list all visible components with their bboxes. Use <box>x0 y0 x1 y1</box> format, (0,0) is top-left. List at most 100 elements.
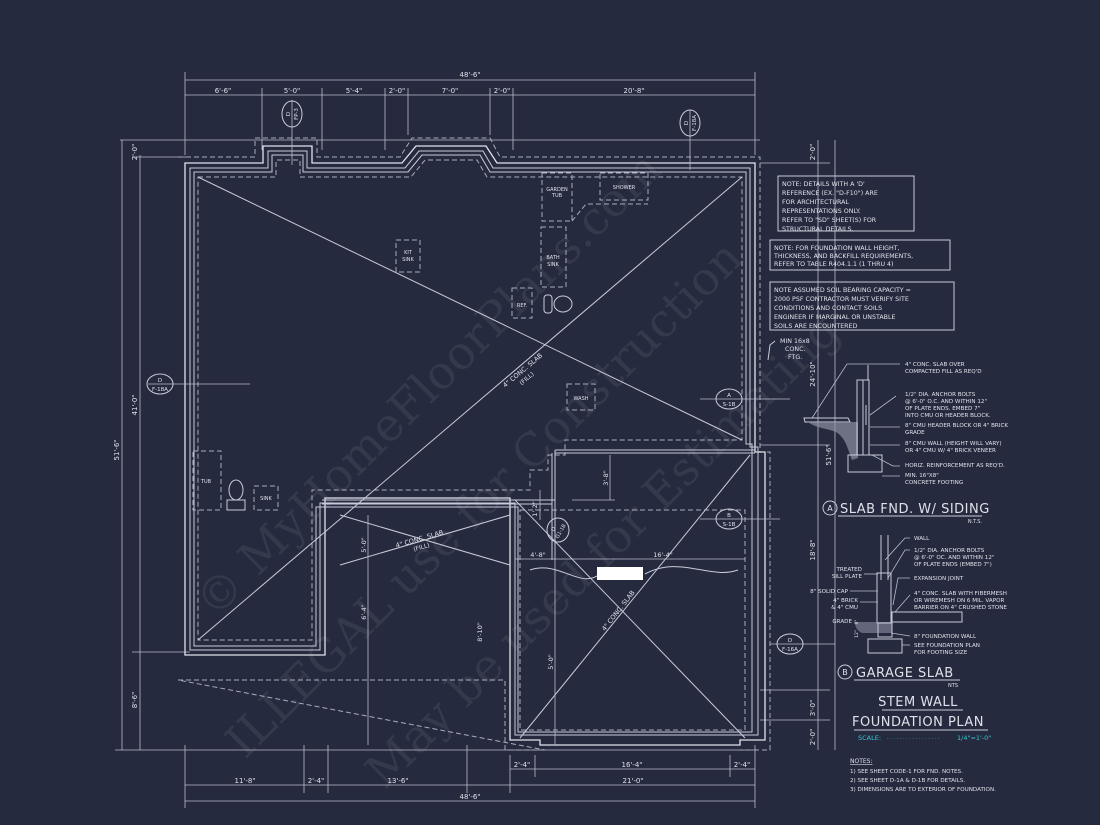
detail-a-title: SLAB FND. W/ SIDING <box>840 502 990 517</box>
svg-text:D: D <box>684 121 690 125</box>
svg-text:F-18A: F-18A <box>692 115 698 131</box>
label-shower: SHOWER <box>613 185 636 191</box>
svg-text:HORIZ. REINFORCEMENT AS REQ'D.: HORIZ. REINFORCEMENT AS REQ'D. <box>905 463 1005 469</box>
label-ref: REF. <box>517 303 528 309</box>
slab-label-porch-fill: (FILL) <box>413 542 431 553</box>
svg-text:CONDITIONS AND CONTACT SOILS: CONDITIONS AND CONTACT SOILS <box>774 305 882 312</box>
dim-bottom-overall: 48'-6" <box>459 793 480 801</box>
svg-text:8" FOUNDATION WALL: 8" FOUNDATION WALL <box>914 634 977 640</box>
svg-text:MIN 16x8: MIN 16x8 <box>780 338 810 345</box>
dim-top-1: 6'-6" <box>215 87 232 95</box>
dim-top-4: 2'-0" <box>389 87 406 95</box>
svg-text:8" CMU HEADER BLOCK OR 4" BRIC: 8" CMU HEADER BLOCK OR 4" BRICK <box>905 423 1008 429</box>
svg-text:FP-3: FP-3 <box>294 108 300 120</box>
footing-note: MIN 16x8 CONC. FTG. <box>767 338 810 361</box>
svg-text:2000 PSF CONTRACTOR MUST VERIF: 2000 PSF CONTRACTOR MUST VERIFY SITE <box>774 296 909 303</box>
svg-text:NOTE: DETAILS WITH A 'D': NOTE: DETAILS WITH A 'D' <box>782 181 865 188</box>
svg-text:G1-1B: G1-1B <box>555 523 568 540</box>
callout-s1b-a[interactable] <box>715 388 743 410</box>
svg-text:STRUCTURAL DETAILS.: STRUCTURAL DETAILS. <box>782 226 853 233</box>
svg-text:F-18A: F-18A <box>152 387 168 393</box>
svg-text:& 4" CMU: & 4" CMU <box>831 605 858 611</box>
dim-bottom-4: 21'-0" <box>622 777 643 785</box>
slab-label-garage: 4" CONC. SLAB <box>600 589 637 633</box>
dim-top-3: 5'-4" <box>346 87 363 95</box>
dim-top-7: 20'-8" <box>623 87 644 95</box>
bottom-dimensions: 2'-4" 16'-4" 2'-4" 11'-8" 2'-4" 13'-6" 2… <box>184 745 756 808</box>
callout-f18a-top[interactable] <box>679 109 701 137</box>
svg-text:8" CMU WALL (HEIGHT WILL VARY): 8" CMU WALL (HEIGHT WILL VARY) <box>905 441 1002 447</box>
notes-heading: NOTES: <box>850 758 873 765</box>
callout-f18a-left[interactable] <box>146 373 174 395</box>
dim-left-2: 41'-0" <box>131 394 139 415</box>
dim-garage-right: 2'-4" <box>734 761 751 769</box>
svg-text:8" SOLID CAP: 8" SOLID CAP <box>810 589 848 595</box>
svg-text:4" CONC. SLAB WITH FIBERMESH: 4" CONC. SLAB WITH FIBERMESH <box>914 591 1007 597</box>
note-boxes: NOTE: DETAILS WITH A 'D' REFERENCE (EX. … <box>769 175 955 331</box>
note-box-details <box>777 175 915 232</box>
scale-value: 1/4"=1'-0" <box>957 734 991 742</box>
note-box-soil <box>769 281 955 331</box>
title-block: STEM WALL FOUNDATION PLAN SCALE: · · · ·… <box>850 695 996 793</box>
svg-text:NOTE ASSUMED SOIL BEARING CAPA: NOTE ASSUMED SOIL BEARING CAPACITY = <box>774 287 911 294</box>
scale-label: SCALE: <box>858 734 881 742</box>
svg-text:FOR FOOTING SIZE: FOR FOOTING SIZE <box>914 650 968 656</box>
dim-top-2: 5'-0" <box>284 87 301 95</box>
detail-b-garage-slab: WALL 1/2" DIA. ANCHOR BOLTS @ 6'-0" OC. … <box>810 535 1007 689</box>
svg-text:BARRIER ON 4" CRUSHED STONE: BARRIER ON 4" CRUSHED STONE <box>914 605 1007 611</box>
note-box-wall-height <box>769 239 951 271</box>
svg-text:SILL PLATE: SILL PLATE <box>832 574 863 580</box>
dim-left-1: 2'-0" <box>131 144 139 161</box>
label-garden-tub-2: TUB <box>551 193 563 199</box>
svg-text:SOILS ARE ENCOUNTERED: SOILS ARE ENCOUNTERED <box>774 323 858 330</box>
redacted-label-box <box>597 567 643 580</box>
dim-garage-mid: 16'-4" <box>621 761 642 769</box>
callout-s1b-b[interactable] <box>715 508 743 530</box>
callout-g18[interactable] <box>546 517 570 543</box>
svg-text:D: D <box>286 112 292 116</box>
right-dimensions: 2'-0" 24'-10" 51'-6" 18'-8" 3'-0" 2'-0" <box>760 140 836 750</box>
callout-f16a[interactable] <box>776 633 804 655</box>
svg-text:ENGINEER IF MARGINAL OR UNSTAB: ENGINEER IF MARGINAL OR UNSTABLE <box>774 314 895 321</box>
note-3: 3) DIMENSIONS ARE TO EXTERIOR OF FOUNDAT… <box>850 787 996 793</box>
svg-text:1/2" DIA. ANCHOR BOLTS: 1/2" DIA. ANCHOR BOLTS <box>914 548 985 554</box>
dim-garage-width: 16'-4" <box>653 551 673 559</box>
dim-garage-side: 8'-10" <box>476 622 484 642</box>
dim-step: 1'-2" <box>531 501 539 516</box>
top-dimensions: 48'-6" 6'-6" 5'-0" 5'-4" 2'-0" 7'-0" 2'-… <box>120 71 760 155</box>
detail-b-marker <box>837 664 853 680</box>
svg-text:REPRESENTATIONS ONLY.: REPRESENTATIONS ONLY. <box>782 208 861 215</box>
svg-text:S-1B: S-1B <box>723 402 736 408</box>
dim-right-2: 24'-10" <box>809 361 817 386</box>
svg-text:D: D <box>788 638 792 644</box>
dim-bottom-2: 2'-4" <box>308 777 325 785</box>
svg-text:A: A <box>727 393 731 399</box>
detail-b-title: GARAGE SLAB <box>856 666 954 681</box>
dim-porch-depth: 5'-0" <box>360 537 368 552</box>
dim-top-6: 2'-0" <box>494 87 511 95</box>
svg-text:OF PLATE ENDS (EMBED 7"): OF PLATE ENDS (EMBED 7") <box>914 562 992 568</box>
dim-bottom-3: 13'-6" <box>387 777 408 785</box>
detail-a-marker <box>822 500 838 516</box>
svg-text:4" BRICK: 4" BRICK <box>833 598 858 604</box>
svg-text:NTS: NTS <box>948 683 958 689</box>
fixtures: GARDEN TUB SHOWER BATH SINK KIT SINK REF… <box>192 172 649 511</box>
dim-right-5: 2'-0" <box>809 729 817 746</box>
svg-text:REFER TO "SD" SHEET(S) FOR: REFER TO "SD" SHEET(S) FOR <box>782 217 877 224</box>
svg-text:@ 6'-0" OC. AND WITHIN 12": @ 6'-0" OC. AND WITHIN 12" <box>914 555 995 561</box>
svg-text:A: A <box>827 504 833 513</box>
svg-text:N.T.S.: N.T.S. <box>968 519 983 525</box>
svg-text:D: D <box>158 378 162 384</box>
svg-text:TREATED: TREATED <box>836 567 863 573</box>
svg-text:REFERENCE (EX. "D-F10") ARE: REFERENCE (EX. "D-F10") ARE <box>782 190 878 197</box>
dim-porch-lower: 6'-4" <box>360 604 368 619</box>
svg-text:FTG.: FTG. <box>788 354 802 361</box>
svg-text:B: B <box>727 513 731 519</box>
dim-right-1: 2'-0" <box>809 144 817 161</box>
callout-fp3[interactable] <box>281 100 303 128</box>
svg-text:CONC.: CONC. <box>785 346 805 353</box>
label-bath-sink-1: BATH <box>546 255 560 261</box>
svg-text:WALL: WALL <box>914 536 930 542</box>
svg-text:OR 4" CMU W/ 4" BRICK VENEER: OR 4" CMU W/ 4" BRICK VENEER <box>905 448 996 454</box>
